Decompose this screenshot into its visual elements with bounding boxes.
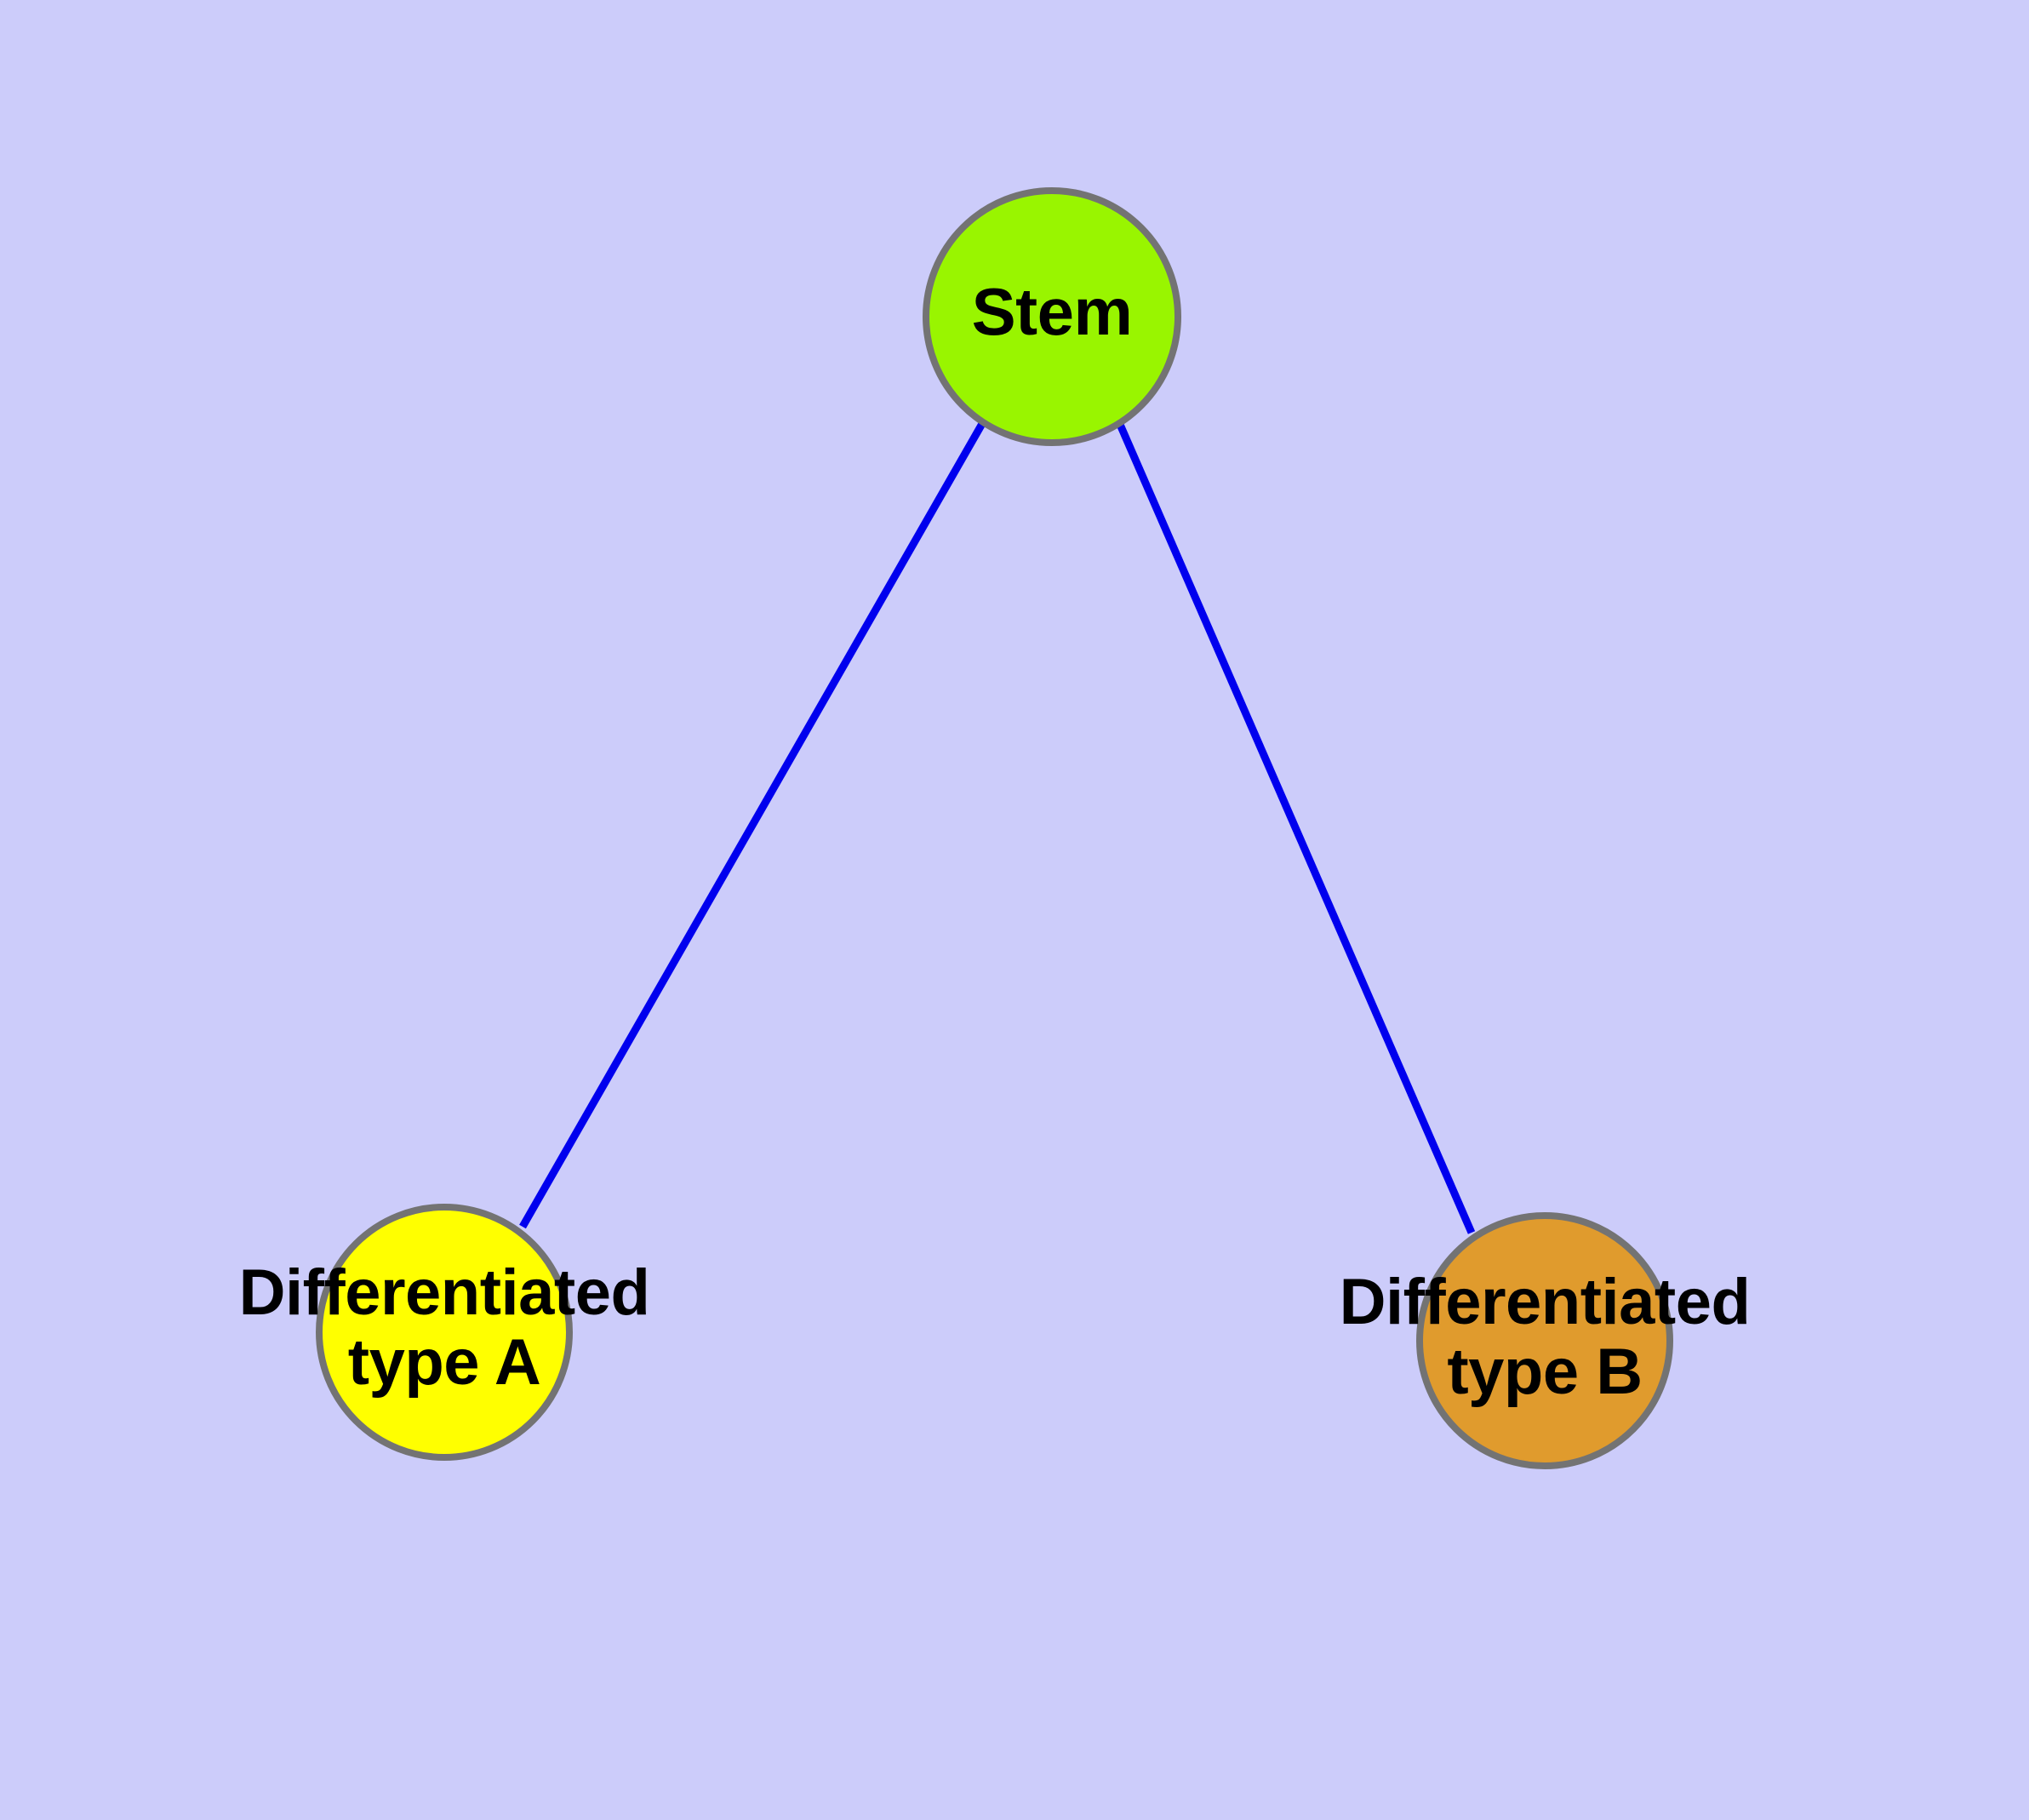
edge-stem-to-diff-b[interactable] [1114,419,1476,1234]
edge-layer [519,419,1476,1234]
node-circle-diff-b[interactable] [1416,1212,1673,1469]
node-circle-diff-a[interactable] [316,1204,573,1461]
node-circle-stem[interactable] [923,187,1181,446]
node-layer [316,187,1673,1469]
edge-stem-to-diff-a[interactable] [519,420,986,1229]
